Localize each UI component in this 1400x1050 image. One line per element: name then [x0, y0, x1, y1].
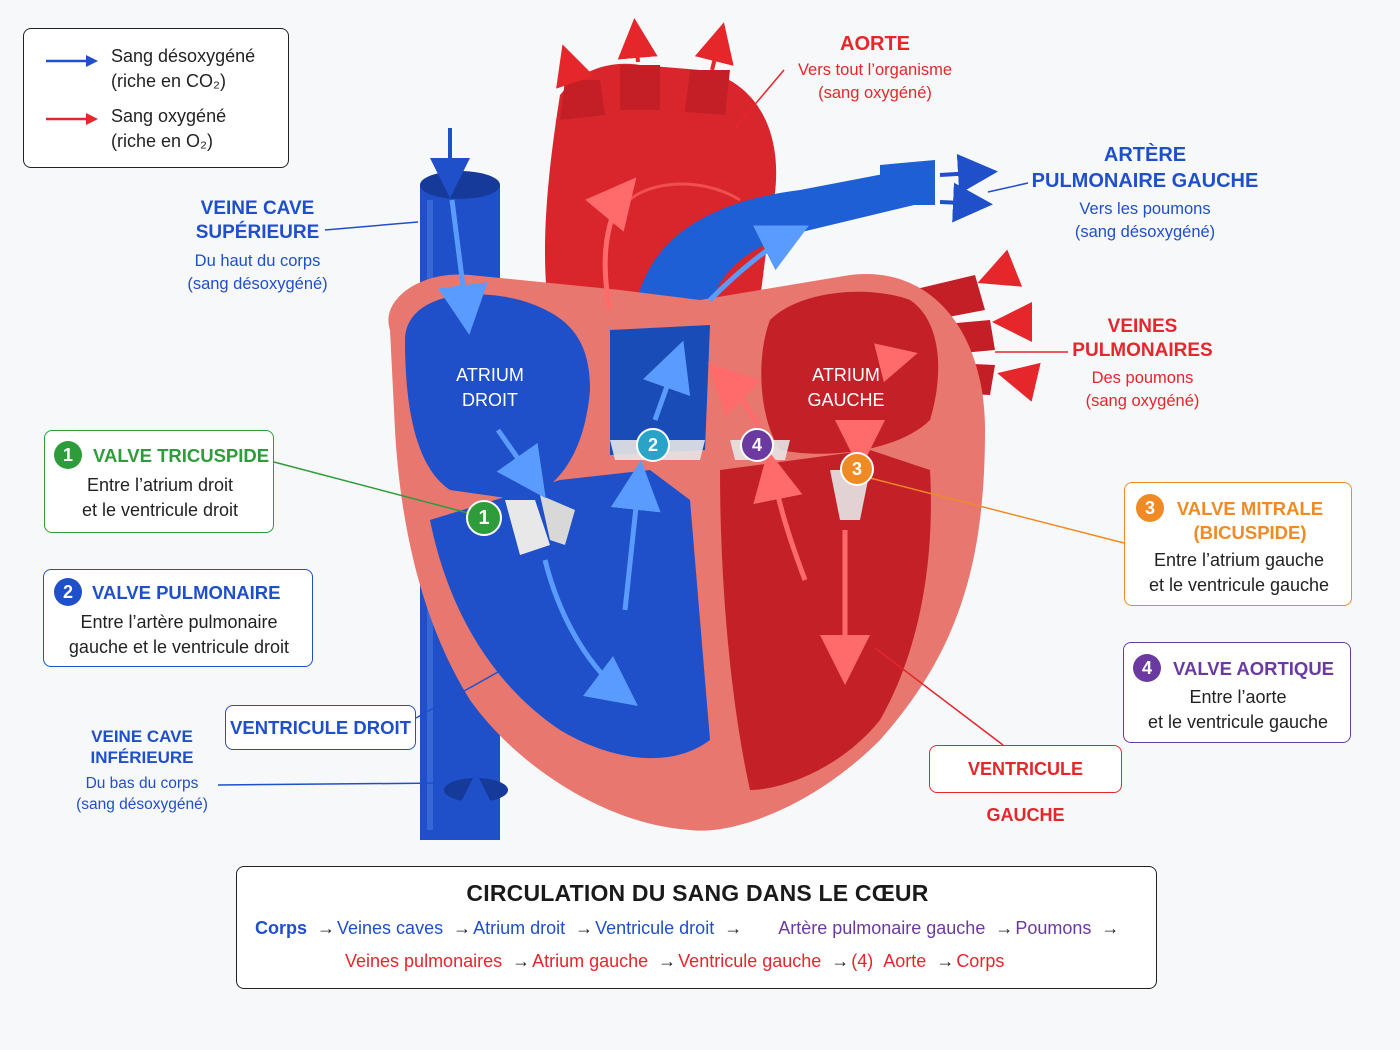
valve-pulmonaire-box: 2 VALVE PULMONAIRE Entre l’artère pulmon… — [43, 569, 313, 667]
label-atrium-gauche: ATRIUM GAUCHE — [807, 365, 885, 410]
circulation-summary-box: CIRCULATION DU SANG DANS LE CŒUR Corps→V… — [236, 866, 1157, 989]
valve-2-badge: 2 — [54, 578, 82, 606]
valve-mitrale-box: 3 VALVE MITRALE (BICUSPIDE) Entre l’atri… — [1124, 482, 1352, 606]
label-veine-cave-inferieure: VEINE CAVE INFÉRIEURE Du bas du corps (s… — [76, 727, 208, 813]
heart-body — [388, 273, 985, 831]
marker-valve-1: 1 — [466, 500, 502, 536]
label-artere-pulmonaire-gauche: ARTÈRE PULMONAIRE GAUCHE Vers les poumon… — [1031, 144, 1259, 241]
marker-valve-3: 3 — [840, 452, 874, 486]
legend-red-arrow — [46, 113, 98, 125]
label-aorte: AORTE Vers tout l’organisme (sang oxygén… — [797, 33, 953, 102]
circulation-title: CIRCULATION DU SANG DANS LE CŒUR — [466, 880, 929, 906]
label-atrium-droit: ATRIUM DROIT — [456, 365, 524, 410]
label-ventricule-gauche: VENTRICULE GAUCHE — [929, 745, 1122, 825]
leader-lines — [217, 69, 1125, 786]
label-veine-cave-superieure: VEINE CAVE SUPÉRIEURE Du haut du corps (… — [187, 198, 328, 293]
valve-tricuspide-box: 1 VALVE TRICUSPIDE Entre l’atrium droit … — [44, 430, 274, 533]
legend-deoxy-label: Sang désoxygéné (riche en CO₂) — [111, 46, 256, 91]
valve-aortique-box: 4 VALVE AORTIQUE Entre l’aorte et le ven… — [1123, 642, 1351, 743]
legend-box: Sang désoxygéné (riche en CO₂) Sang oxyg… — [23, 28, 289, 168]
valve-4-badge: 4 — [1133, 654, 1161, 682]
label-veines-pulmonaires: VEINES PULMONAIRES Des poumons (sang oxy… — [1072, 316, 1213, 410]
external-arrows — [430, 18, 1041, 830]
marker-valve-2: 2 — [636, 428, 670, 462]
circulation-row-1: Corps→Veines caves→Atrium droit→Ventricu… — [255, 918, 1120, 938]
circulation-row-2: Veines pulmonaires→Atrium gauche→Ventric… — [345, 951, 1005, 971]
flow-arrows — [438, 177, 918, 707]
label-ventricule-droit: VENTRICULE DROIT — [225, 705, 416, 750]
valve-1-badge: 1 — [54, 441, 82, 469]
legend-blue-arrow — [46, 55, 98, 67]
pulmonary-artery — [640, 160, 935, 330]
valve-3-badge: 3 — [1136, 494, 1164, 522]
marker-valve-4: 4 — [740, 428, 774, 462]
legend-oxy-label: Sang oxygéné (riche en O₂) — [111, 106, 227, 151]
